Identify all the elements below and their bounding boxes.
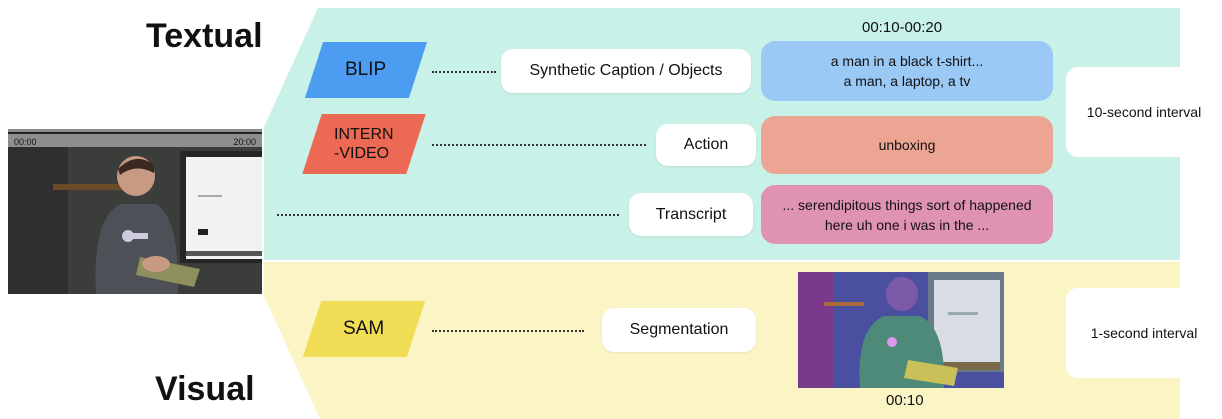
caption-pill: Synthetic Caption / Objects bbox=[501, 49, 751, 93]
sam-connector bbox=[432, 330, 584, 332]
internvideo-label-line-1: INTERN bbox=[334, 126, 394, 143]
video-end-time: 20:00 bbox=[233, 137, 256, 147]
action-result-box: unboxing bbox=[761, 116, 1053, 174]
video-frame: 00:00 20:00 bbox=[8, 129, 262, 294]
blip-connector bbox=[432, 71, 496, 73]
segmentation-scene bbox=[798, 272, 1004, 388]
blip-model-box: BLIP bbox=[304, 42, 428, 98]
segmentation-image bbox=[798, 272, 1004, 388]
video-timeline-track bbox=[8, 132, 262, 134]
video-start-time: 00:00 bbox=[14, 137, 37, 147]
visual-section-title: Visual bbox=[155, 370, 255, 408]
blip-label: BLIP bbox=[345, 59, 387, 80]
action-result-text: unboxing bbox=[878, 137, 936, 153]
internvideo-model-box: INTERN -VIDEO bbox=[302, 114, 426, 174]
transcript-result-box: ... serendipitous things sort of happene… bbox=[761, 185, 1053, 244]
transcript-connector bbox=[277, 214, 619, 216]
segmentation-time-label: 00:10 bbox=[886, 392, 924, 409]
action-pill: Action bbox=[656, 124, 756, 166]
sam-model-box: SAM bbox=[302, 301, 426, 357]
caption-result-box: a man in a black t-shirt... a man, a lap… bbox=[761, 41, 1053, 101]
transcript-pill: Transcript bbox=[629, 193, 753, 236]
transcript-result-line-2: here uh one i was in the ... bbox=[824, 216, 990, 233]
segmentation-pill: Segmentation bbox=[602, 308, 756, 352]
textual-section-title: Textual bbox=[146, 17, 263, 55]
one-second-interval-label: 1-second interval bbox=[1066, 288, 1222, 378]
video-scene bbox=[8, 147, 262, 294]
internvideo-label-line-2: -VIDEO bbox=[334, 145, 390, 162]
caption-result-line-1: a man in a black t-shirt... bbox=[830, 53, 984, 69]
internvideo-connector bbox=[432, 144, 646, 146]
caption-result-line-2: a man, a laptop, a tv bbox=[843, 73, 971, 89]
sam-label: SAM bbox=[343, 318, 385, 339]
time-range-label: 00:10-00:20 bbox=[862, 19, 943, 36]
transcript-result-line-1: ... serendipitous things sort of happene… bbox=[782, 196, 1032, 213]
ten-second-interval-label: 10-second interval bbox=[1066, 67, 1222, 157]
